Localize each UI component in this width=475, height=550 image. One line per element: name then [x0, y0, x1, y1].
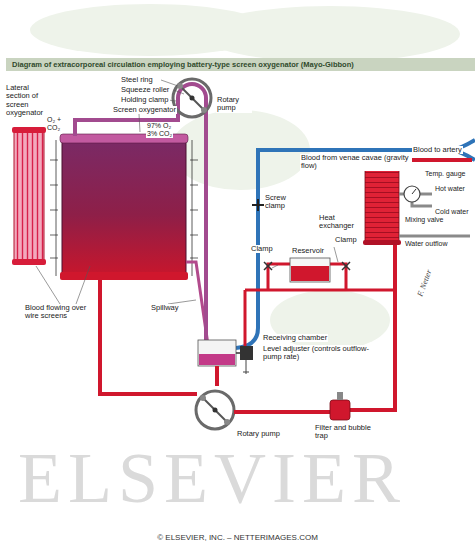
temp-gauge-mixing-valve	[404, 186, 420, 202]
part-label: Clamp	[250, 245, 274, 253]
part-label: Spillway	[150, 304, 180, 312]
part-label: Hot water	[434, 185, 466, 193]
part-label: Steel ring	[120, 76, 154, 84]
part-label: Squeeze roller	[120, 86, 170, 94]
part-label: Heat exchanger	[318, 214, 362, 231]
arterial-tube	[100, 280, 197, 394]
lateral-section	[12, 127, 46, 265]
heat-exchanger	[363, 165, 401, 245]
title: Diagram of extracorporeal circulation em…	[6, 58, 475, 71]
part-label: Rotary pump	[236, 430, 281, 438]
gas-label: O₂ + CO₂	[46, 116, 68, 132]
part-label: Receiving chamber	[262, 334, 328, 342]
title-bar: Diagram of extracorporeal circulation em…	[6, 58, 475, 71]
part-label: Reservoir	[291, 247, 325, 255]
arterial-tube	[234, 244, 395, 412]
filter-bubble-trap	[330, 392, 350, 420]
part-label: Blood flowing over wire screens	[24, 304, 94, 321]
gas-label: 3% CO₂	[146, 130, 173, 138]
part-label: Level adjuster (controls outflow-pump ra…	[262, 345, 376, 362]
rotary-pump-top	[173, 79, 211, 117]
vena-cava-tube	[236, 140, 475, 348]
rotary-pump-bottom	[196, 391, 234, 429]
part-label: Mixing valve	[404, 216, 445, 224]
part-label: Rotary pump	[216, 96, 252, 113]
part-label: Lateral section of screen oxygenator	[5, 84, 55, 118]
part-label: Clamp	[334, 236, 358, 244]
signature: F. Netter	[416, 268, 435, 299]
caption: © ELSEVIER, INC. – NETTERIMAGES.COM	[0, 533, 475, 542]
part-label: Screw clamp	[264, 194, 300, 211]
reservoir	[264, 258, 350, 282]
watermark: ELSEVIER	[18, 438, 406, 519]
flow-label: Blood to artery	[412, 146, 463, 154]
part-label: Cold water	[434, 208, 469, 216]
part-label: Screen oxygenator	[112, 106, 177, 114]
reservoir-tubes	[245, 264, 395, 290]
part-label: Holding clamp	[120, 96, 170, 104]
screw-clamp	[252, 199, 264, 211]
outflow-tube	[215, 366, 219, 386]
part-label: Water outflow	[404, 240, 449, 248]
return-tube	[244, 290, 247, 346]
gas-label: 97% O₂	[146, 122, 172, 130]
flow-label: Blood from venae cavae (gravity flow)	[300, 154, 412, 171]
part-label: Temp. gauge	[424, 170, 466, 178]
venous-tube	[75, 84, 206, 345]
leader-lines	[36, 80, 338, 304]
